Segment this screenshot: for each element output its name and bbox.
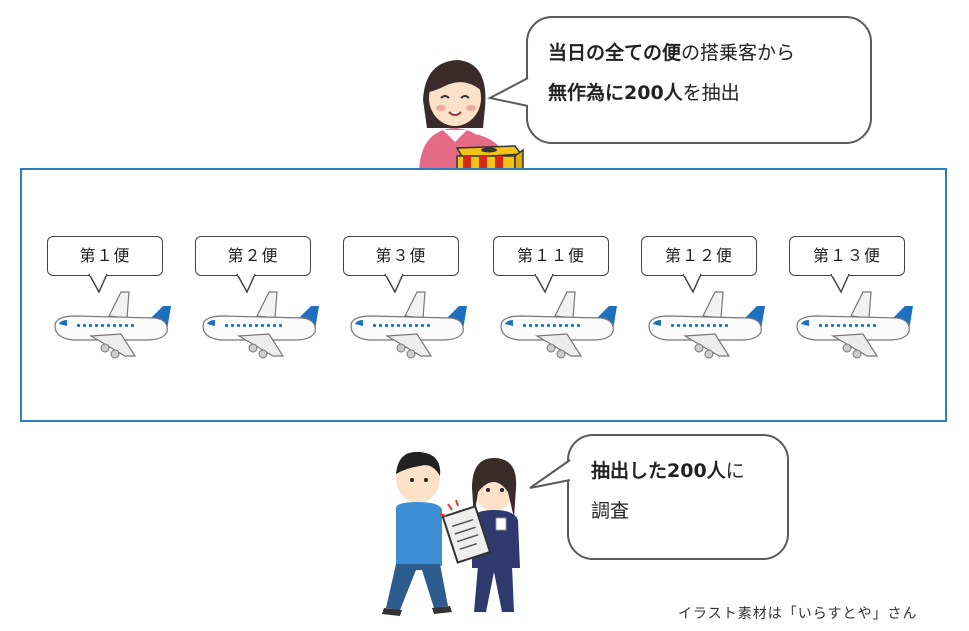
flight-card: 第１３便 <box>789 236 919 376</box>
flight-label: 第１３便 <box>789 236 905 276</box>
bottom-bubble-line-2: 調査 <box>591 500 630 522</box>
flight-label: 第１１便 <box>493 236 609 276</box>
flight-label-tail <box>88 273 108 294</box>
bottom-bubble-tail <box>529 459 571 489</box>
bottom-bubble-line-1: 抽出した200人に <box>591 460 745 482</box>
flight-label-tail <box>236 273 256 294</box>
man-and-surveyor-illustration <box>382 451 520 616</box>
flight-label: 第１２便 <box>641 236 757 276</box>
flight-label-tail <box>384 273 404 294</box>
flight-label: 第１便 <box>47 236 163 276</box>
bottom-speech-bubble: 抽出した200人に 調査 <box>567 434 789 560</box>
airplane-icon <box>500 291 617 359</box>
flights-panel <box>20 168 947 422</box>
illustration-credit: イラスト素材は「いらすとや」さん <box>678 606 918 622</box>
top-bubble-line-2: 無作為に200人を抽出 <box>548 82 740 104</box>
flight-card: 第１２便 <box>641 236 771 376</box>
airplane-icon <box>350 291 467 359</box>
flight-label-tail <box>534 273 554 294</box>
flight-label: 第３便 <box>343 236 459 276</box>
airplane-icon <box>54 291 171 359</box>
flight-card: 第１便 <box>47 236 177 376</box>
top-speech-bubble: 当日の全ての便の搭乗客から 無作為に200人を抽出 <box>526 16 872 144</box>
flight-label: 第２便 <box>195 236 311 276</box>
airplane-icon <box>648 291 765 359</box>
top-bubble-tail <box>487 77 529 107</box>
flight-card: 第３便 <box>343 236 473 376</box>
airplane-icon <box>796 291 913 359</box>
flight-label-tail <box>682 273 702 294</box>
flight-card: 第２便 <box>195 236 325 376</box>
top-bubble-line-1: 当日の全ての便の搭乗客から <box>548 42 796 64</box>
airplane-icon <box>202 291 319 359</box>
flight-label-tail <box>830 273 850 294</box>
flight-card: 第１１便 <box>493 236 623 376</box>
